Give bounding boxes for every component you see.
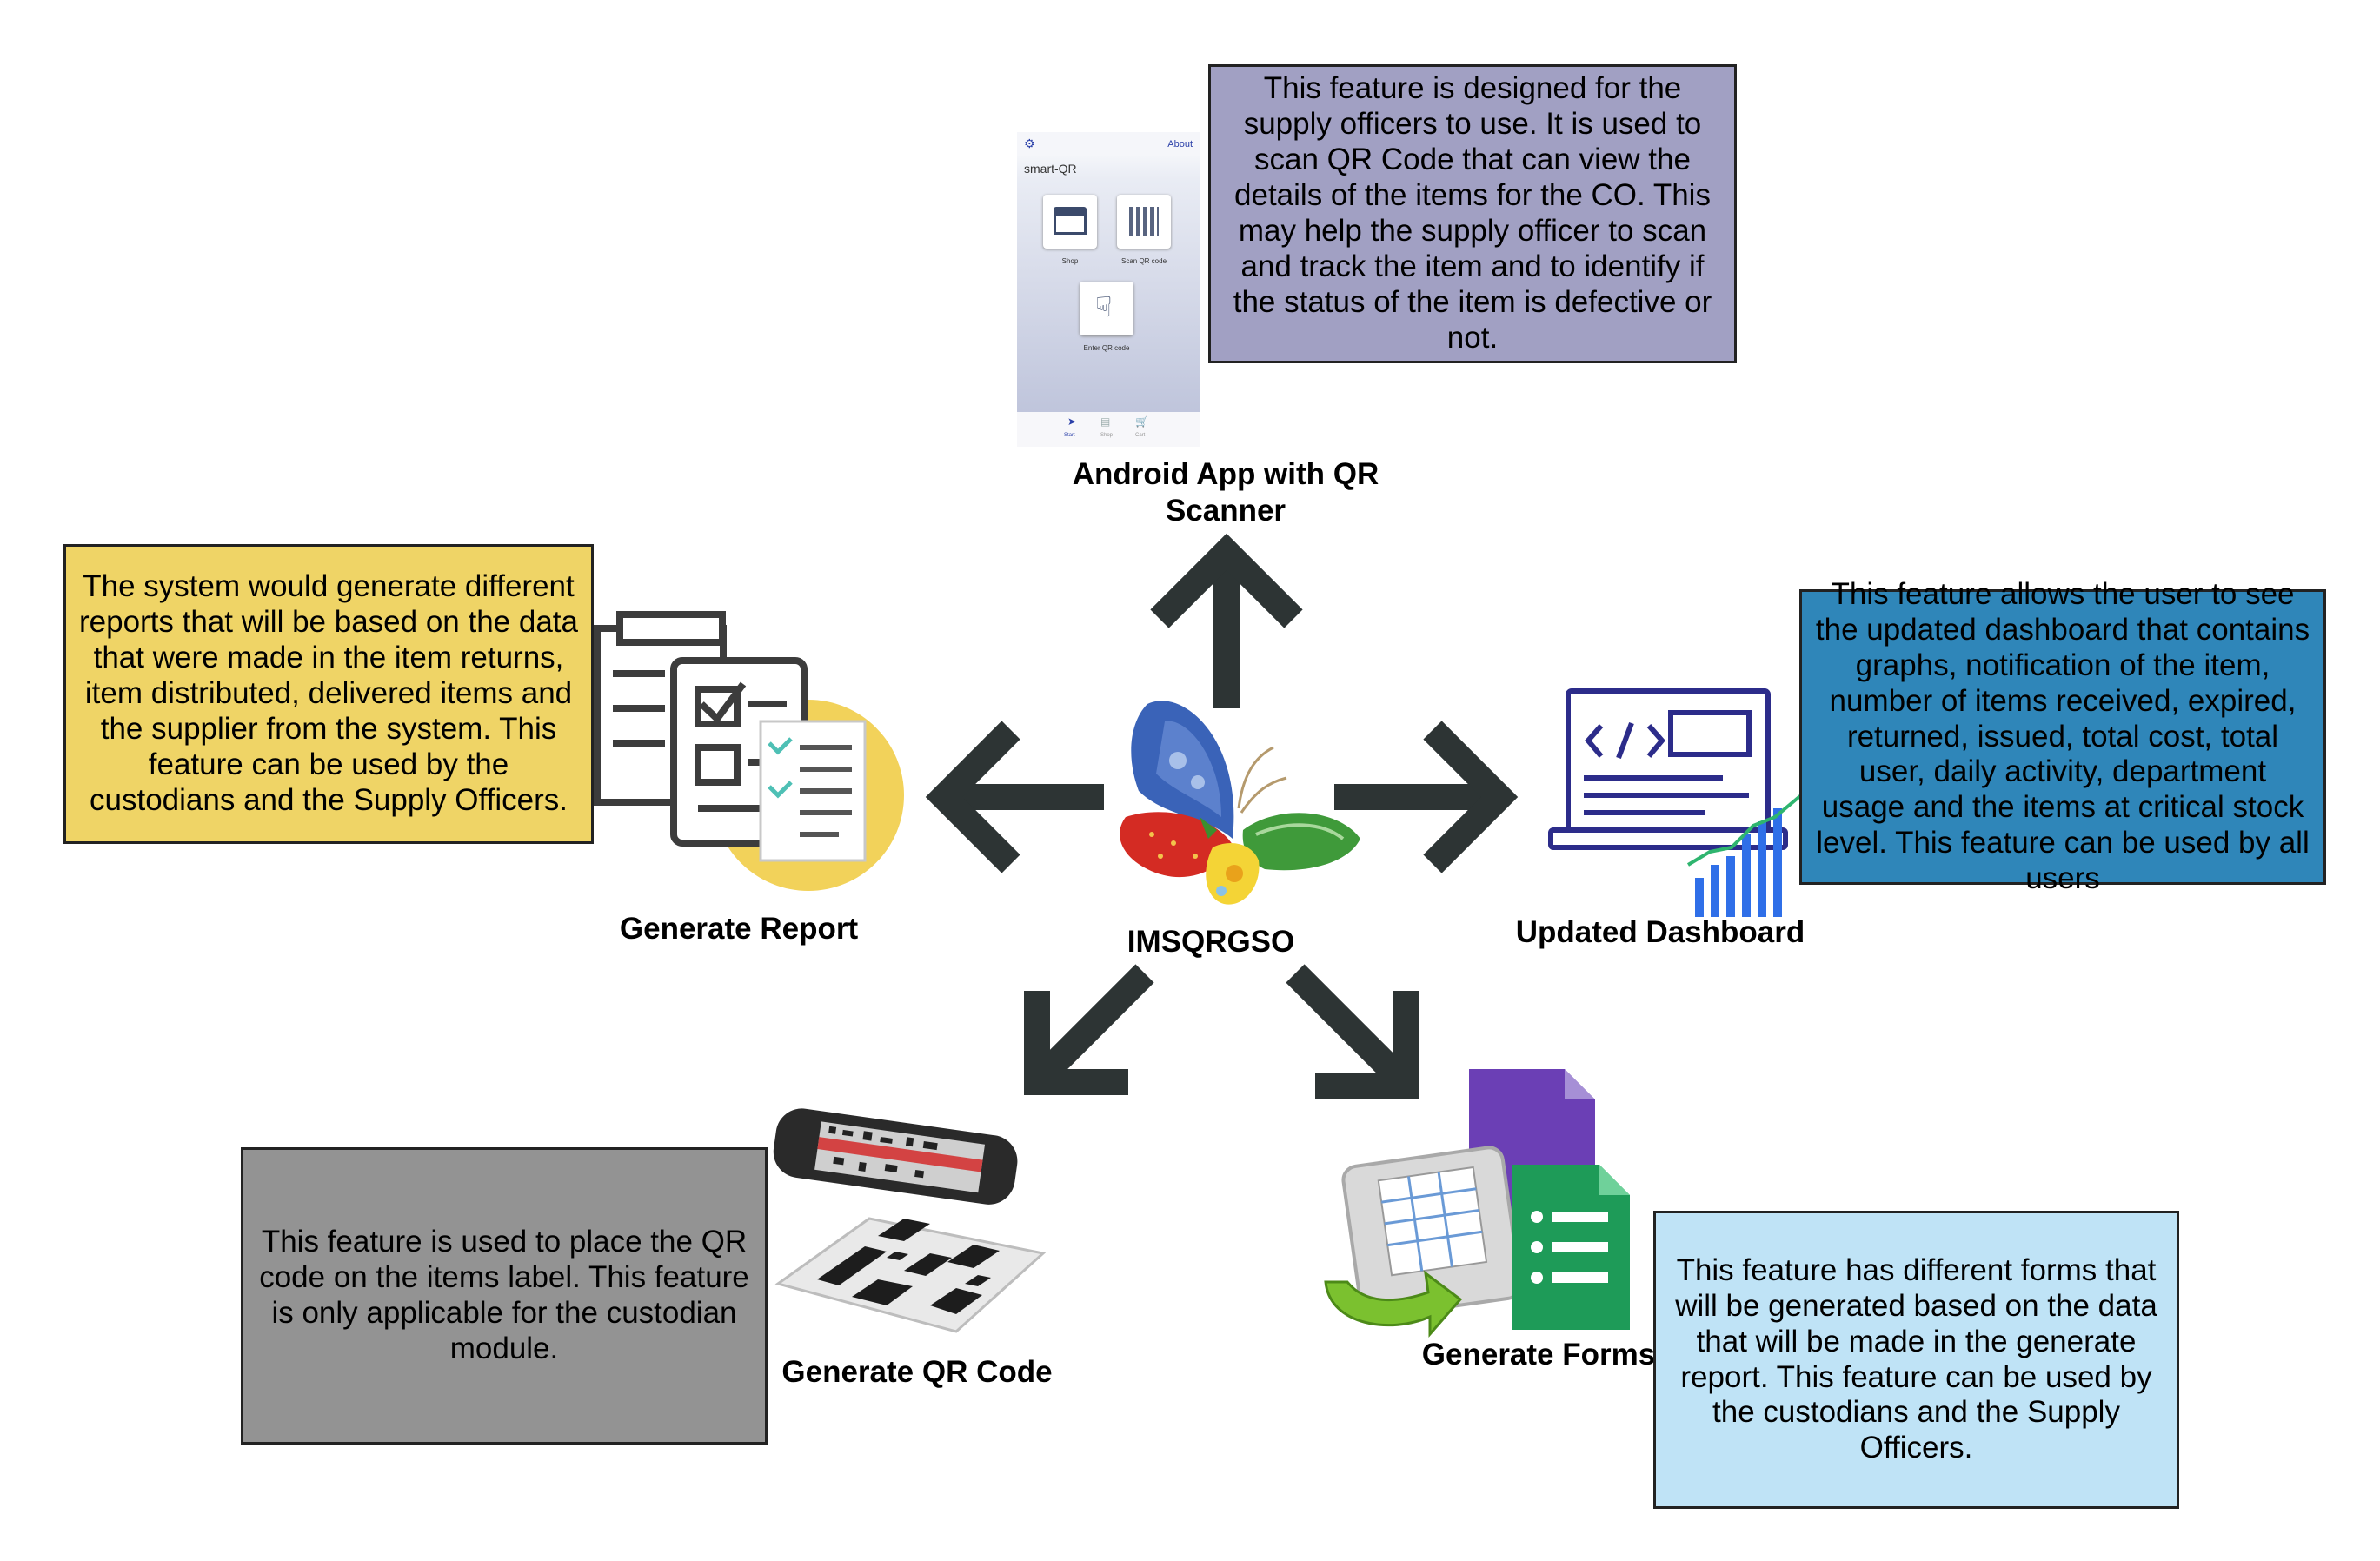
- scan-qr-tile-label: Scan QR code: [1120, 257, 1167, 265]
- shop-icon: [1054, 207, 1087, 236]
- qrcode-label: Generate QR Code: [781, 1355, 1053, 1389]
- nav-start-label: Start: [1064, 433, 1075, 438]
- gear-icon[interactable]: ⚙: [1024, 136, 1035, 150]
- forms-description: This feature has different forms that wi…: [1675, 1252, 2157, 1465]
- arrow-right: [1334, 721, 1519, 873]
- nav-shop-label: Shop: [1100, 433, 1114, 438]
- dashboard-description-box: This feature allows the user to see the …: [1799, 577, 2326, 895]
- butterfly-logo: [1120, 701, 1360, 905]
- nav-cart-label: Cart: [1135, 433, 1146, 438]
- arrow-left: [925, 721, 1104, 873]
- arrow-down-left: [1024, 964, 1154, 1095]
- arrow-up: [1150, 533, 1303, 708]
- phone-app-name: smart-QR: [1024, 162, 1077, 176]
- android-phone-screenshot: ⚙ About smart-QR Shop Scan QR code ☟ Ent…: [1017, 132, 1200, 447]
- enter-qr-tile-label: Enter QR code: [1083, 344, 1130, 352]
- green-arrow-icon: [1324, 1270, 1463, 1338]
- forms-label: Generate Forms: [1421, 1338, 1656, 1372]
- report-description: The system would generate different repo…: [79, 569, 578, 817]
- report-label: Generate Report: [619, 912, 859, 946]
- android-label: Android App with QR Scanner: [1072, 457, 1379, 528]
- nav-shop-icon[interactable]: ▤: [1100, 415, 1111, 428]
- nav-cart-icon[interactable]: 🛒: [1135, 415, 1148, 428]
- dashboard-description: This feature allows the user to see the …: [1815, 576, 2310, 896]
- report-documents-icon: [594, 611, 904, 891]
- enter-qr-tile[interactable]: ☟: [1080, 282, 1133, 335]
- arrow-down-right: [1286, 964, 1419, 1099]
- dashboard-laptop-icon: [1548, 688, 1803, 917]
- android-description-box: This feature is designed for the supply …: [1208, 64, 1737, 363]
- qr-phone-scan-icon: [773, 1108, 1047, 1333]
- qrcode-description-box: This feature is used to place the QR cod…: [241, 1147, 768, 1445]
- report-description-box: The system would generate different repo…: [63, 544, 594, 844]
- scan-qr-tile[interactable]: [1117, 195, 1171, 249]
- center-label: IMSQRGSO: [1127, 925, 1295, 959]
- pointer-hand-icon: ☟: [1095, 291, 1113, 322]
- shop-tile[interactable]: [1043, 195, 1097, 249]
- qr-icon: [1129, 207, 1159, 236]
- forms-description-box: This feature has different forms that wi…: [1653, 1211, 2179, 1509]
- phone-about-link[interactable]: About: [1167, 139, 1193, 149]
- forms-icons-cluster: [1324, 1069, 1630, 1338]
- nav-start-icon[interactable]: ➤: [1067, 415, 1077, 428]
- qrcode-description: This feature is used to place the QR cod…: [259, 1225, 749, 1365]
- shop-tile-label: Shop: [1061, 257, 1079, 265]
- android-description: This feature is designed for the supply …: [1233, 71, 1712, 355]
- dashboard-label: Updated Dashboard: [1515, 915, 1805, 949]
